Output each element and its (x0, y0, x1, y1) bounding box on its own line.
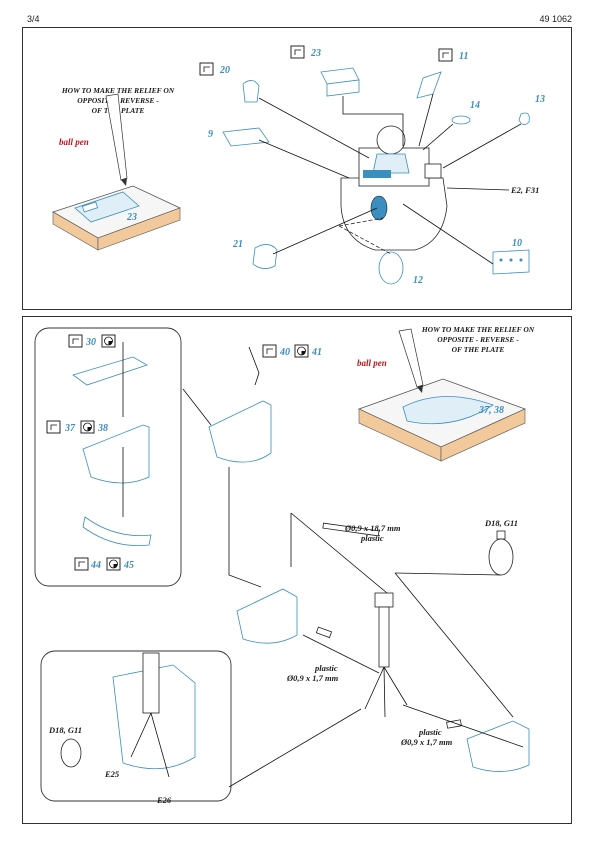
cockpit-assembly (340, 125, 448, 251)
plastic-pin-a (315, 626, 333, 639)
detail-assembly (112, 652, 196, 778)
bend-icon (46, 420, 61, 434)
part-13 (518, 112, 530, 125)
plastic-a-2: Ø0,9 x 1,7 mm (286, 673, 339, 683)
howto2-line-1: HOW TO MAKE THE RELIEF ON (421, 325, 535, 334)
bend-icon (262, 344, 277, 358)
plate2-part-numbers: 37, 38 (478, 405, 504, 416)
part-23-number: 23 (310, 48, 321, 59)
ball-pen-label-2: ball pen (357, 358, 387, 368)
roll-icon (101, 334, 116, 348)
bend-icon (438, 48, 453, 62)
page-number: 3/4 (27, 14, 40, 24)
part-21-number: 21 (232, 239, 243, 250)
part-44-45 (82, 516, 152, 546)
oxygen-bottle (488, 530, 514, 576)
inset-part-44: 44 (90, 560, 101, 571)
top-panel: HOW TO MAKE THE RELIEF ON OPPOSITE - REV… (22, 27, 572, 310)
relief-plate-2 (357, 378, 527, 462)
howto-line-1: HOW TO MAKE THE RELIEF ON (61, 86, 175, 95)
part-37-38 (82, 424, 150, 484)
part-11-number: 11 (459, 51, 468, 62)
part-11 (416, 71, 442, 99)
part-14-number: 14 (470, 100, 480, 111)
ball-pen-label: ball pen (59, 137, 89, 147)
inset-part-38: 38 (97, 423, 108, 434)
bend-icon (199, 62, 214, 76)
part-13-number: 13 (535, 94, 545, 105)
plastic-b-1: plastic (418, 727, 442, 737)
mount-block (236, 588, 298, 644)
roll-icon (106, 557, 121, 571)
detail-ref-d18-g11: D18, G11 (48, 725, 82, 735)
relief-plate (52, 185, 182, 251)
detail-e25: E25 (104, 769, 120, 779)
base-block (466, 720, 530, 772)
part-14 (451, 115, 471, 125)
roll-icon (294, 344, 309, 358)
detail-e26: E26 (156, 795, 172, 805)
bottom-panel: 30 37 38 44 45 40 41 HOW TO MAKE THE REL… (22, 316, 572, 824)
part-10-number: 10 (512, 238, 522, 249)
rod-label-2: plastic (360, 533, 384, 543)
inset-part-30: 30 (85, 337, 96, 348)
bend-icon (68, 334, 83, 348)
ref-e2-f31: E2, F31 (510, 185, 539, 195)
bend-icon (290, 45, 305, 59)
part-20 (242, 80, 260, 103)
ball-pen-icon-2 (398, 328, 424, 393)
inset-part-37: 37 (64, 423, 76, 434)
rod-label-1: Ø0,9 x 18,7 mm (344, 523, 401, 533)
plastic-rod (322, 522, 380, 537)
plate-part-number: 23 (126, 212, 137, 223)
plastic-a-1: plastic (314, 663, 338, 673)
plastic-b-2: Ø0,9 x 1,7 mm (400, 737, 453, 747)
detail-bottle (60, 738, 82, 768)
part-9 (222, 127, 270, 147)
part-9-number: 9 (208, 129, 213, 140)
leader-lines (258, 93, 522, 265)
seat-assembly (208, 400, 272, 463)
howto2-line-3: OF THE PLATE (452, 345, 505, 354)
ref-d18-g11: D18, G11 (484, 518, 518, 528)
part-41-number: 41 (311, 347, 322, 358)
part-40-number: 40 (279, 347, 290, 358)
document-number: 49 1062 (539, 14, 572, 24)
bend-icon (74, 557, 89, 571)
part-10 (492, 249, 530, 275)
inset-part-45: 45 (123, 560, 134, 571)
ball-pen-icon (105, 93, 128, 186)
part-12-number: 12 (413, 275, 423, 286)
part-20-number: 20 (219, 65, 230, 76)
tripod-stand (364, 592, 408, 718)
roll-icon (80, 420, 95, 434)
part-21 (252, 244, 278, 269)
part-23 (320, 67, 360, 97)
part-30 (72, 356, 148, 386)
part-12 (378, 251, 404, 285)
howto2-line-2: OPPOSITE - REVERSE - (437, 335, 519, 344)
